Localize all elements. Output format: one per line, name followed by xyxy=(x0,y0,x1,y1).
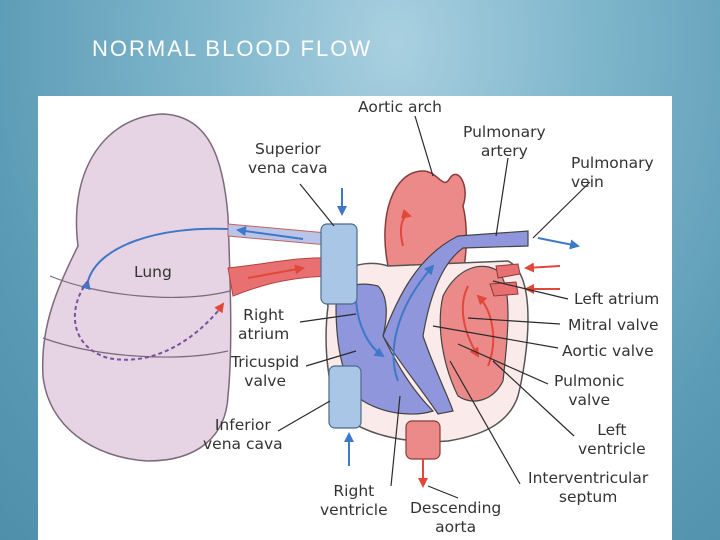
label-pulmonic-valve: Pulmonic valve xyxy=(554,372,625,409)
pulmonary-trunk xyxy=(382,230,529,415)
lung-flow-blue xyxy=(80,227,229,291)
label-right-ventricle: Right ventricle xyxy=(320,482,388,519)
pulmonary-vein-arrow xyxy=(247,264,305,279)
label-aortic-valve: Aortic valve xyxy=(562,342,654,360)
slide-title: NORMAL BLOOD FLOW xyxy=(92,36,373,61)
label-left-atrium: Left atrium xyxy=(574,290,660,308)
label-mitral-valve: Mitral valve xyxy=(568,316,659,334)
label-lung: Lung xyxy=(134,263,172,281)
lung-flow-dashed xyxy=(74,280,219,361)
blood-flow-diagram: Aortic arch Pulmonary artery Superior ve… xyxy=(38,96,672,540)
label-left-ventricle: Left ventricle xyxy=(578,421,646,458)
label-aortic-arch: Aortic arch xyxy=(358,98,442,116)
label-right-atrium: Right atrium xyxy=(238,306,290,343)
label-pulmonary-artery: Pulmonary artery xyxy=(463,123,546,160)
descending-aorta xyxy=(405,420,441,460)
heart-lung-illustration xyxy=(41,113,591,499)
label-pulmonary-vein: Pulmonary vein xyxy=(571,154,654,191)
label-descending-aorta: Descending aorta xyxy=(410,499,502,536)
superior-vena-cava xyxy=(320,223,358,305)
pulmonary-artery-arrow xyxy=(236,226,304,240)
leader-lines xyxy=(277,115,591,499)
inferior-vena-cava xyxy=(328,365,362,429)
label-tricuspid-valve: Tricuspid valve xyxy=(231,353,300,390)
lung-fissure-lower xyxy=(42,337,229,358)
right-pulmonary-veins-upper xyxy=(495,263,521,279)
label-inferior-vena-cava: Inferior vena cava xyxy=(203,416,283,453)
label-superior-vena-cava: Superior vena cava xyxy=(248,140,328,177)
lung-fissure-upper xyxy=(49,275,231,298)
lung-shape xyxy=(41,113,232,462)
label-interventricular-septum: Interventricular septum xyxy=(528,469,649,506)
lung-flow-red xyxy=(214,302,225,314)
